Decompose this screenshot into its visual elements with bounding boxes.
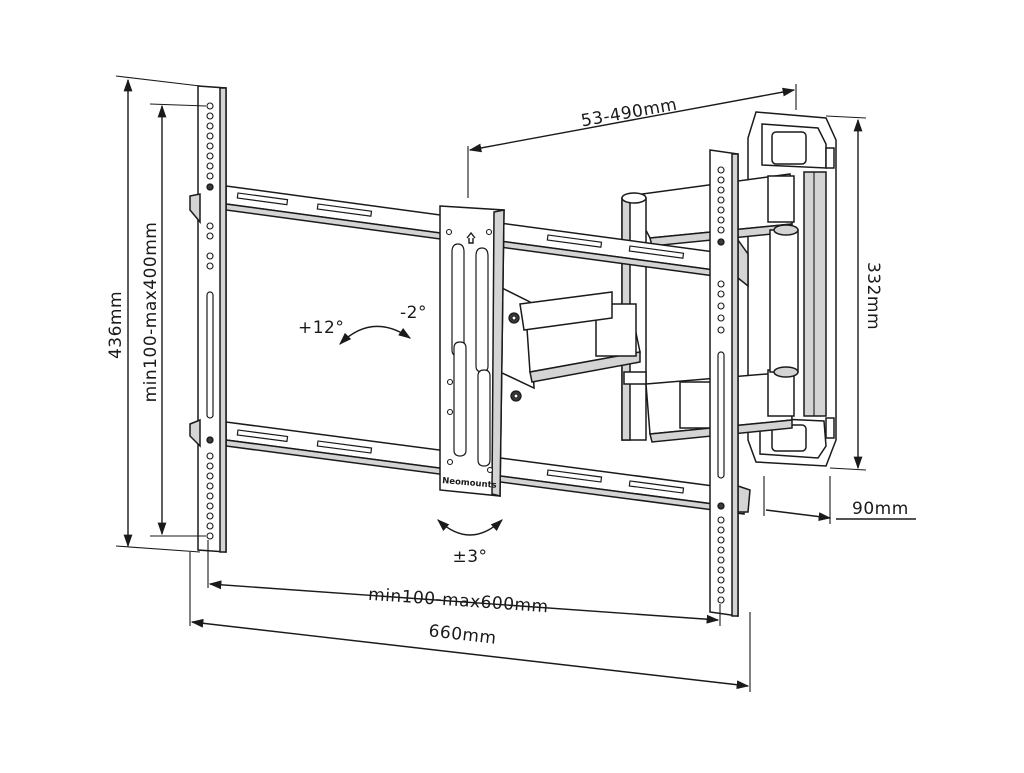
dim-height-total: 436mm	[106, 75, 201, 553]
right-bracket-holes	[717, 166, 725, 604]
brand-label: Neomounts	[442, 476, 497, 491]
swivel-indicator: ±3°	[437, 519, 503, 567]
width-total-label: 660mm	[428, 621, 498, 649]
center-tilt-plate: Neomounts	[439, 205, 505, 497]
height-total-label: 436mm	[106, 291, 126, 359]
dim-width-total: 660mm	[189, 552, 751, 692]
height-vesa-label: min100-max400mm	[141, 222, 161, 403]
dim-height-vesa: min100-max400mm	[141, 103, 207, 537]
extension-label: 53-490mm	[579, 95, 678, 132]
left-vesa-bracket	[189, 85, 227, 553]
inner-arm	[497, 284, 641, 402]
swivel-label: ±3°	[452, 547, 487, 567]
left-bracket-holes	[206, 102, 214, 540]
right-vesa-bracket	[709, 149, 751, 617]
depth-right-label: 332mm	[863, 262, 883, 330]
tilt-up-label: +12°	[298, 318, 344, 338]
dim-depth-right: 332mm	[825, 115, 883, 471]
wall-depth-label: 90mm	[852, 499, 909, 519]
tilt-down-label: -2°	[400, 303, 427, 323]
tilt-indicator: +12° -2°	[298, 303, 427, 345]
dim-wall-depth: 90mm	[763, 476, 916, 524]
width-vesa-label: min100-max600mm	[367, 585, 549, 618]
